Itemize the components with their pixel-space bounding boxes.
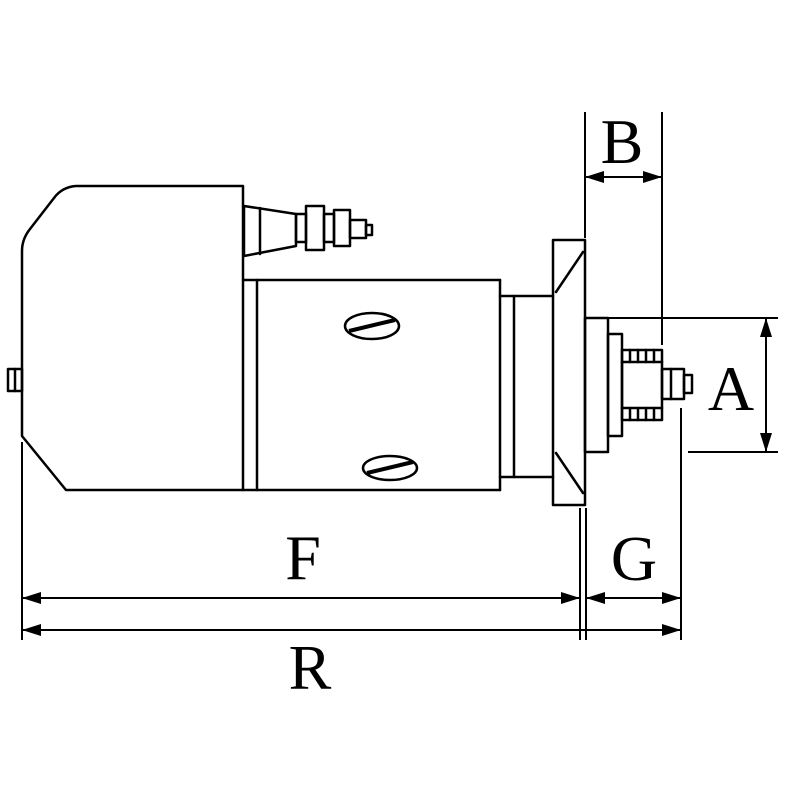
dimension-f: F	[21, 442, 581, 640]
pinion-gear	[620, 348, 664, 422]
motor-housing	[6, 184, 245, 492]
screw-bottom-head	[361, 454, 419, 482]
terminal-base	[242, 204, 298, 258]
drive-assembly	[583, 316, 694, 454]
dim-r-arrow-right	[662, 624, 681, 636]
terminal-washer-2	[322, 212, 336, 244]
dim-g-arrow-left	[586, 592, 605, 604]
flange-chamfer-bottom	[554, 451, 585, 495]
motor-body	[241, 278, 555, 492]
dim-a-arrow-bottom	[760, 433, 772, 452]
screw-top	[343, 311, 401, 341]
dimension-label-a: A	[708, 353, 754, 424]
flange-plate	[551, 238, 587, 507]
drive-collar-outer	[583, 316, 610, 454]
dimension-label-r: R	[289, 632, 332, 703]
dimension-label-g: G	[611, 523, 657, 594]
housing-outline	[20, 184, 245, 492]
mounting-flange	[551, 238, 587, 507]
screw-top-slot	[348, 318, 396, 333]
terminal-washer-1	[294, 212, 308, 244]
dim-b-arrow-right	[643, 171, 662, 183]
dim-f-arrow-left	[22, 592, 41, 604]
terminal-stud-end	[364, 223, 374, 237]
terminal-stud-tip	[348, 218, 368, 240]
flange-chamfer-top	[554, 250, 585, 294]
dim-f-arrow-right	[561, 592, 580, 604]
dimension-label-b: B	[601, 106, 644, 177]
pinion-body	[620, 348, 664, 422]
dimension-a: A	[585, 317, 778, 453]
dimension-label-f: F	[285, 522, 321, 593]
dimension-b: B	[584, 106, 663, 345]
screw-top-head	[343, 311, 401, 341]
drive-collar-inner	[606, 332, 624, 438]
screw-bottom	[361, 454, 419, 482]
terminal-stud	[242, 204, 374, 258]
terminal-nut-1	[304, 204, 326, 252]
terminal-nut-2	[332, 208, 352, 248]
shaft-end	[660, 367, 694, 401]
dimension-r: R	[22, 624, 681, 703]
dim-r-arrow-left	[22, 624, 41, 636]
dim-g-arrow-right	[662, 592, 681, 604]
shaft-tip	[682, 373, 694, 395]
dim-a-arrow-top	[760, 318, 772, 337]
shaft-end-body	[660, 367, 686, 401]
dim-b-arrow-left	[585, 171, 604, 183]
starter-motor	[6, 184, 694, 507]
screw-bottom-slot	[366, 460, 414, 475]
dimension-g: G	[585, 408, 682, 640]
